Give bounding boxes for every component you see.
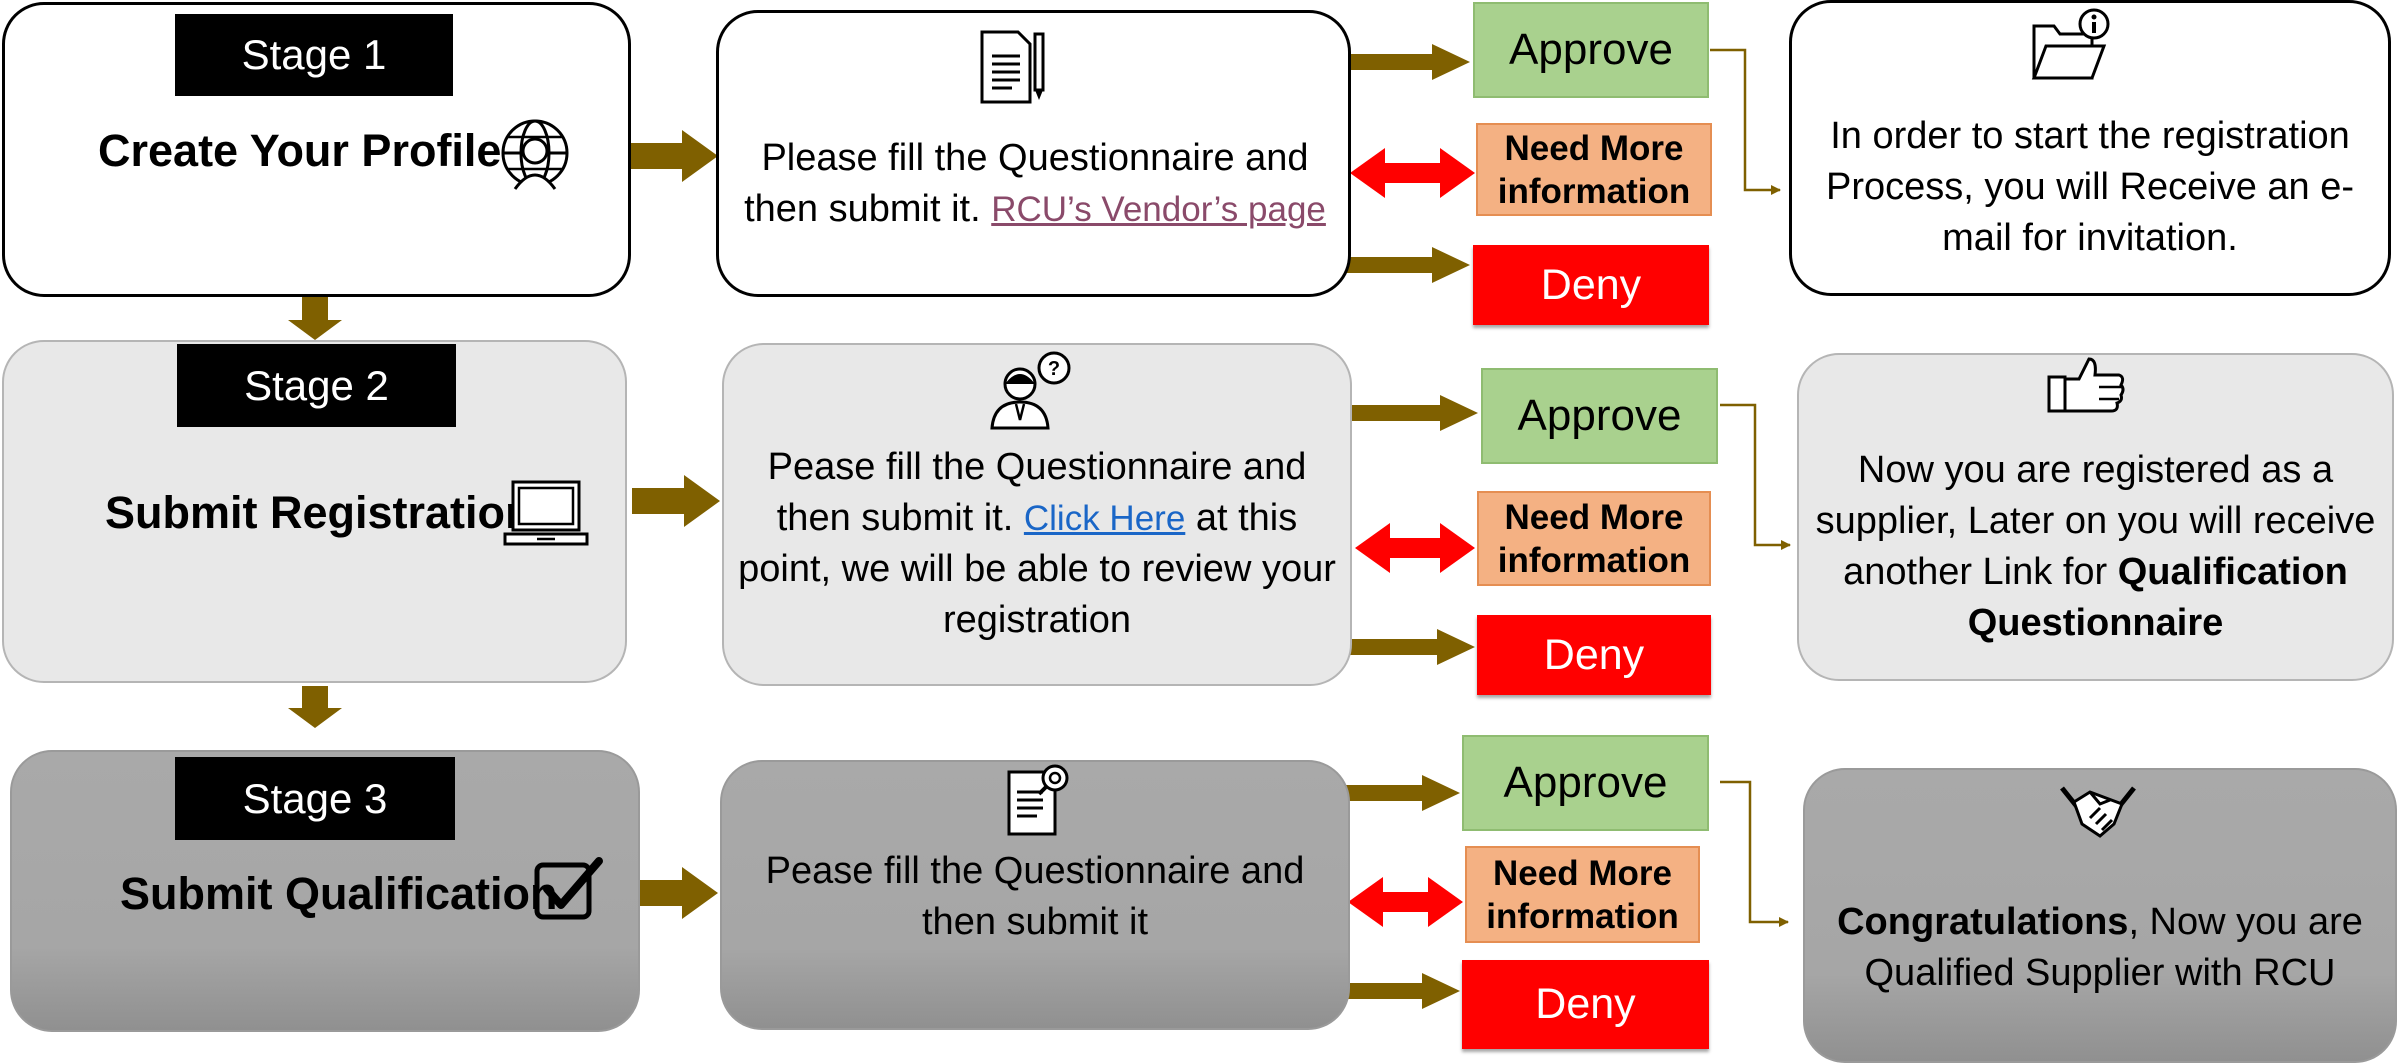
arrow-stage1-to-stage2 <box>288 296 342 340</box>
approve-box-1: Approve <box>1473 2 1709 98</box>
stage3-title: Submit Qualification <box>120 868 558 919</box>
thumbs-up-icon <box>2047 357 2125 413</box>
deny-box-2: Deny <box>1477 615 1711 695</box>
approve-box-3: Approve <box>1462 735 1709 831</box>
globe-user-icon <box>501 119 569 190</box>
arrow-step3-approve <box>1345 775 1460 811</box>
result3-bold-text: Congratulations <box>1837 901 2129 943</box>
step1-description-block: Please fill the Questionnaire and then s… <box>730 133 1340 235</box>
deny-box-1: Deny <box>1473 245 1709 325</box>
folder-info-icon <box>2031 8 2110 80</box>
step3-description: Pease fill the Questionnaire and then su… <box>765 850 1305 943</box>
need-more-box-1: Need More information <box>1476 123 1712 216</box>
person-question-icon: ? <box>990 351 1071 430</box>
result3-block: Congratulations, Now you are Qualified S… <box>1815 897 2385 999</box>
result2-text: Now you are registered as a supplier, La… <box>1815 449 2376 593</box>
step1-description: Please fill the Questionnaire and then s… <box>744 137 1309 230</box>
step2-description-block: Pease fill the Questionnaire and then su… <box>736 442 1338 646</box>
handshake-icon <box>2060 786 2136 838</box>
checkbox-icon <box>534 857 603 920</box>
stage2-title: Submit Registration <box>105 487 533 538</box>
arrow-stage2-to-stage3 <box>288 686 342 728</box>
stage2-tag: Stage 2 <box>177 344 456 427</box>
approve-box-2: Approve <box>1481 368 1718 464</box>
result1-text: In order to start the registration Proce… <box>1826 115 2354 259</box>
arrow-stage3-to-step <box>638 867 718 919</box>
stage1-title: Create Your Profile <box>98 125 502 176</box>
step2-description: Pease fill the Questionnaire and then su… <box>767 446 1307 539</box>
arrow-stage2-to-step <box>632 475 720 527</box>
arrow-step2-need-more <box>1355 523 1475 573</box>
document-pen-icon <box>980 30 1045 104</box>
result3-text: , Now you are Qualified Supplier with RC… <box>1864 901 2363 994</box>
vendor-page-link[interactable]: RCU’s Vendor’s page <box>991 190 1326 229</box>
arrow-step1-deny <box>1345 247 1470 283</box>
step2-description-continued: at this point, we will be able to review… <box>738 497 1336 641</box>
arrow-step3-deny <box>1345 973 1460 1009</box>
svg-text:?: ? <box>1048 358 1060 380</box>
need-more-box-3: Need More information <box>1465 846 1700 943</box>
stage1-tag: Stage 1 <box>175 14 453 96</box>
deny-box-3: Deny <box>1462 960 1709 1049</box>
arrow-step1-need-more <box>1350 148 1475 198</box>
arrow-step1-approve <box>1350 44 1470 80</box>
need-more-box-2: Need More information <box>1477 491 1711 586</box>
result2-bold-text: Qualification Questionnaire <box>1967 551 2348 644</box>
step2-box <box>722 343 1352 686</box>
line-approve2-to-result <box>1720 403 1791 550</box>
arrow-step3-need-more <box>1348 877 1463 927</box>
arrow-stage1-to-step <box>630 130 718 182</box>
arrow-step2-approve <box>1352 395 1478 431</box>
laptop-icon <box>503 480 589 546</box>
arrow-step2-deny <box>1350 629 1475 665</box>
result2-block: Now you are registered as a supplier, La… <box>1808 445 2383 649</box>
document-search-icon <box>1007 764 1069 836</box>
line-approve1-to-result <box>1710 48 1781 195</box>
click-here-link[interactable]: Click Here <box>1023 499 1186 538</box>
line-approve3-to-result <box>1720 780 1789 927</box>
stage3-tag: Stage 3 <box>175 757 455 840</box>
